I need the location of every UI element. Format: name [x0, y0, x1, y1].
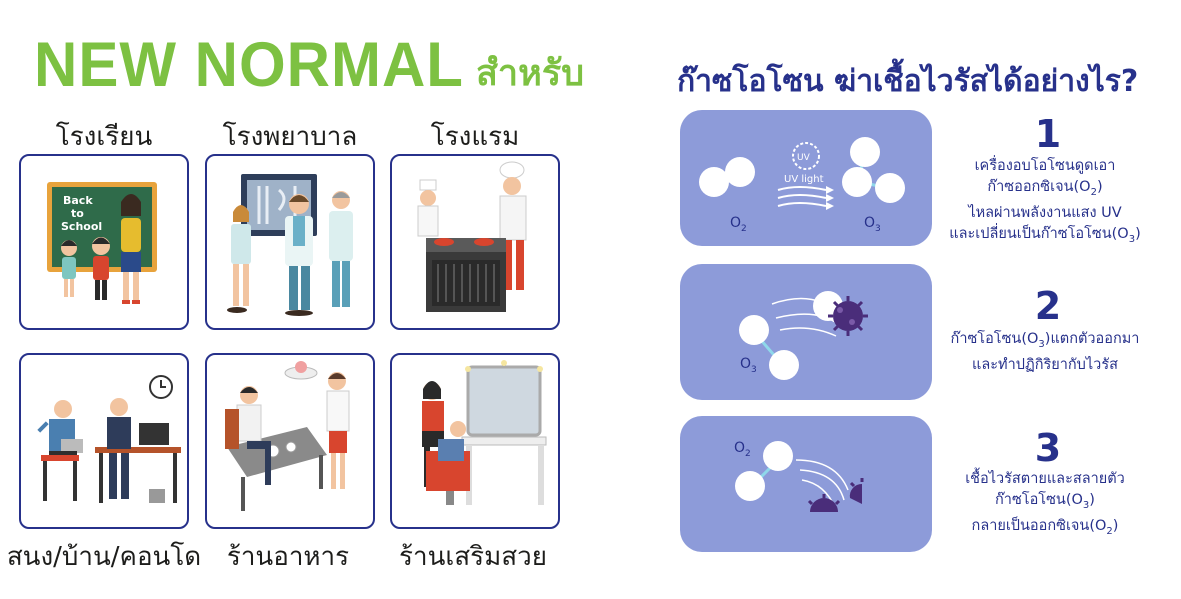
ozone-attack-diagram: O3 [739, 291, 868, 380]
virus-icon [828, 296, 868, 336]
o3-label-2: O [740, 356, 751, 372]
uv-light-label: UV light [784, 174, 824, 185]
hotel-illustration [417, 161, 527, 312]
chalk-back: Back [63, 194, 93, 207]
card-office [19, 353, 189, 529]
category-school: โรงเรียน [55, 122, 153, 152]
category-office: สนง/บ้าน/คอนโด [6, 542, 202, 572]
svg-text:O2: O2 [734, 440, 751, 459]
oxygen-atom [842, 167, 872, 197]
step1-line4: และเปลี่ยนเป็นก๊าซโอโซน(O3) [949, 225, 1141, 245]
o2-label-3: O [734, 440, 745, 456]
svg-text:O2: O2 [730, 215, 747, 234]
card-hospital [205, 154, 375, 330]
uv-badge: UV [797, 153, 811, 163]
step-text-2: ก๊าซโอโซน(O3)แตกตัวออกมา และทำปฏิกิริยาก… [925, 329, 1165, 376]
card-salon [390, 353, 560, 529]
title-for: สำหรับ [475, 53, 585, 94]
o2-to-o3-diagram: O2 UV UV light O3 [699, 137, 905, 234]
step3-line1: เชื้อไวรัสตายและสลายตัว [965, 471, 1125, 487]
step-number-1: 1 [1034, 112, 1062, 156]
step1-line2: ก๊าซออกซิเจน(O2) [987, 179, 1103, 198]
oxygen-atom [735, 471, 765, 501]
oxygen-atom [769, 350, 799, 380]
salon-illustration [422, 360, 547, 505]
right-title: ก๊าซโอโซน ฆ่าเชื้อไวรัสได้อย่างไร? [677, 64, 1139, 99]
virus-destroyed-diagram: O2 [734, 440, 864, 512]
step-number-2: 2 [1034, 284, 1062, 328]
card-restaurant [205, 353, 375, 529]
panel-step-2: O3 [680, 264, 932, 400]
card-hotel [390, 154, 560, 330]
card-school: Back to School [19, 154, 189, 330]
office-illustration [37, 375, 181, 503]
title-new-normal: NEW NORMAL [34, 29, 464, 100]
category-restaurant: ร้านอาหาร [226, 542, 350, 572]
oxygen-atom [850, 137, 880, 167]
category-hotel: โรงแรม [430, 122, 520, 152]
chalk-to: to [71, 207, 84, 220]
svg-text:O3: O3 [864, 215, 881, 234]
category-hospital: โรงพยาบาล [222, 122, 358, 152]
hospital-illustration [227, 174, 353, 316]
oxygen-atom [875, 173, 905, 203]
step2-line1: ก๊าซโอโซน(O3)แตกตัวออกมา [950, 331, 1140, 350]
chalk-school: School [61, 220, 102, 233]
broken-virus-icon [807, 478, 864, 512]
panel-step-3: O2 [680, 416, 932, 552]
step3-line2: ก๊าซโอโซน(O3) [995, 492, 1095, 511]
o2-label: O [730, 215, 741, 231]
school-illustration: Back to School [47, 182, 157, 304]
step1-line1: เครื่องอบโอโซนดูดเอา [974, 158, 1116, 174]
main-title: NEW NORMAL สำหรับ [34, 29, 585, 101]
panel-step-1: O2 UV UV light O3 [680, 110, 932, 246]
step3-line3: กลายเป็นออกซิเจน(O2) [971, 517, 1119, 537]
step2-line2: และทำปฏิกิริยากับไวรัส [972, 356, 1118, 373]
step-text-1: เครื่องอบโอโซนดูดเอา ก๊าซออกซิเจน(O2) ไห… [925, 156, 1165, 250]
svg-text:O3: O3 [740, 356, 757, 375]
step1-line3: ไหลผ่านพลังงานแสง UV [968, 204, 1122, 221]
category-salon: ร้านเสริมสวย [399, 542, 547, 572]
restaurant-illustration [225, 361, 350, 511]
oxygen-atom [739, 315, 769, 345]
oxygen-atom [699, 167, 729, 197]
oxygen-atom [725, 157, 755, 187]
step-text-3: เชื้อไวรัสตายและสลายตัว ก๊าซโอโซน(O3) กล… [925, 469, 1165, 542]
step-number-3: 3 [1034, 426, 1062, 470]
o3-label: O [864, 215, 875, 231]
oxygen-atom [763, 441, 793, 471]
